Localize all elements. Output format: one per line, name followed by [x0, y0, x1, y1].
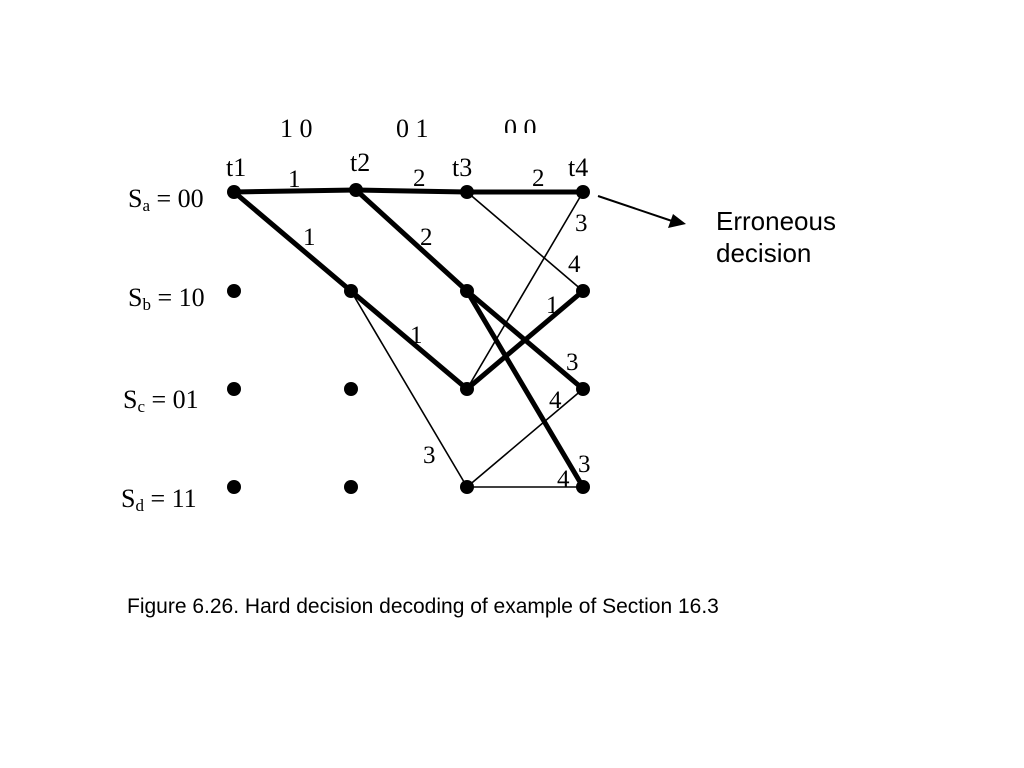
input-label-3: 0 0: [504, 116, 537, 133]
state-label-a-sub: a: [142, 196, 151, 215]
note-line-2: decision: [716, 238, 812, 268]
input-label-1: 1 0: [280, 114, 313, 143]
trellis-node: [344, 382, 358, 396]
time-label-t2: t2: [350, 148, 371, 177]
metric-label: 3: [578, 451, 591, 478]
annotation-arrow: [597, 195, 686, 228]
figure-caption: Figure 6.26. Hard decision decoding of e…: [127, 595, 719, 618]
trellis-node: [576, 284, 590, 298]
state-label-b-prefix: S: [128, 283, 143, 312]
state-label-b: Sb = 10: [128, 283, 205, 314]
metric-label: 2: [532, 165, 545, 192]
state-label-c-value: = 01: [145, 385, 199, 414]
time-label-t4: t4: [568, 153, 589, 182]
trellis-branch: [466, 191, 584, 292]
metric-label: 4: [568, 251, 581, 278]
metric-label: 1: [288, 166, 301, 193]
trellis-edges: [231, 187, 586, 490]
survivor-branch: [353, 187, 470, 294]
survivor-branch: [353, 187, 470, 195]
trellis-branch: [350, 290, 468, 488]
state-label-d-sub: d: [135, 496, 144, 515]
survivor-branch: [231, 187, 359, 195]
metric-label: 3: [423, 442, 436, 469]
time-label-t1: t1: [226, 153, 247, 182]
trellis-nodes: [227, 183, 590, 494]
trellis-branch: [466, 191, 584, 390]
state-label-c: Sc = 01: [123, 385, 199, 416]
erroneous-decision-note: Erroneous decision: [716, 205, 836, 269]
trellis-node: [460, 185, 474, 199]
trellis-node: [227, 480, 241, 494]
annotation-arrow-line: [597, 195, 673, 222]
state-label-b-sub: b: [142, 295, 151, 314]
trellis-node: [344, 284, 358, 298]
state-label-c-prefix: S: [123, 385, 138, 414]
state-label-a: Sa = 00: [128, 184, 204, 215]
trellis-node: [227, 284, 241, 298]
state-label-d-prefix: S: [121, 484, 136, 513]
state-label-d: Sd = 11: [121, 484, 197, 515]
note-line-1: Erroneous: [716, 206, 836, 236]
metric-label: 2: [420, 224, 433, 251]
trellis-node: [227, 382, 241, 396]
trellis-node: [460, 284, 474, 298]
state-label-b-value: = 10: [150, 283, 205, 312]
metric-label: 4: [549, 387, 562, 414]
metric-label: 1: [410, 322, 423, 349]
trellis-node: [460, 480, 474, 494]
metric-label: 1: [303, 224, 316, 251]
state-label-c-sub: c: [137, 397, 146, 416]
trellis-node: [349, 183, 363, 197]
state-label-a-prefix: S: [128, 184, 143, 213]
trellis-node: [227, 185, 241, 199]
trellis-branch: [466, 388, 584, 488]
time-label-t3: t3: [452, 153, 473, 182]
survivor-branch: [464, 288, 586, 392]
metric-label: 1: [546, 292, 559, 319]
survivor-branch: [464, 288, 586, 490]
trellis-node: [576, 382, 590, 396]
metric-label: 4: [557, 466, 570, 493]
trellis-node: [344, 480, 358, 494]
input-label-2: 0 1: [396, 114, 429, 143]
state-label-a-value: = 00: [150, 184, 204, 213]
trellis-node: [460, 382, 474, 396]
metric-label: 3: [566, 349, 579, 376]
state-label-d-value: = 11: [143, 484, 197, 513]
metric-label: 3: [575, 210, 588, 237]
trellis-node: [576, 480, 590, 494]
annotation-arrowhead: [668, 214, 686, 228]
survivor-branch: [231, 189, 354, 294]
trellis-node: [576, 185, 590, 199]
metric-label: 2: [413, 165, 426, 192]
survivor-branch: [348, 288, 470, 392]
